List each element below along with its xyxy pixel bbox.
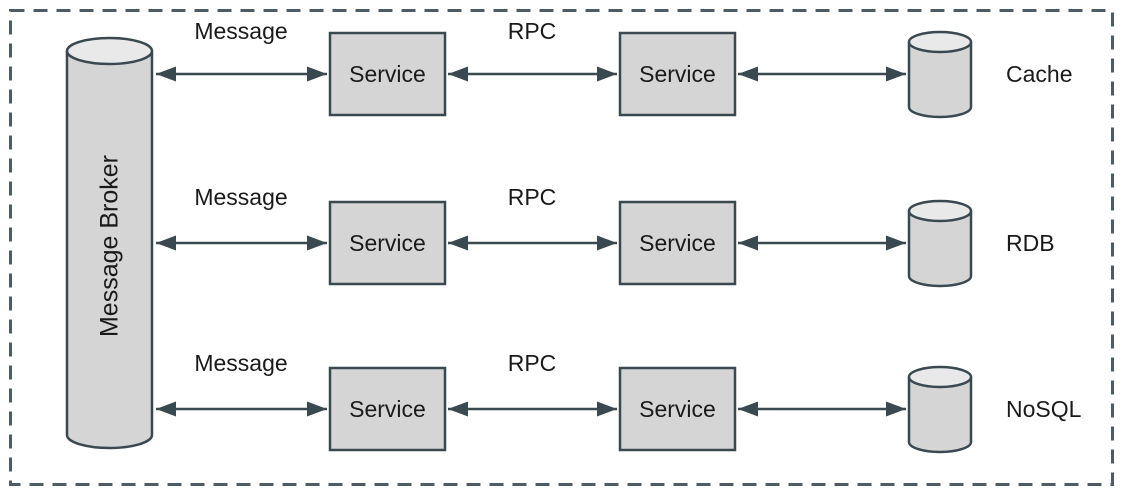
database-cylinder-icon: [907, 42, 973, 119]
service-box: [328, 366, 447, 452]
system-boundary-dashed-border: [9, 9, 1114, 486]
pipeline-row-rdb: Message Service RPC Service RDB: [156, 184, 1055, 288]
database-cylinder-icon: [907, 211, 973, 288]
message-broker-cylinder-icon: [65, 51, 154, 450]
message-arrow-label: Message: [194, 18, 287, 44]
service-box: [328, 200, 447, 286]
rpc-arrow-label: RPC: [508, 18, 557, 44]
message-arrow-label: Message: [194, 184, 287, 210]
datastore-label: NoSQL: [1006, 396, 1082, 422]
database-cylinder-top-icon: [907, 365, 973, 389]
service-label: Service: [639, 396, 716, 422]
service-box: [618, 200, 737, 286]
service-label: Service: [349, 230, 426, 256]
pipeline-row-cache: Message Service RPC Service Cache: [156, 18, 1072, 119]
service-label: Service: [349, 61, 426, 87]
database-cylinder-top-icon: [907, 199, 973, 223]
service-box: [618, 366, 737, 452]
datastore-label: Cache: [1006, 61, 1072, 87]
pipeline-row-nosql: Message Service RPC Service NoSQL: [156, 350, 1082, 454]
message-broker-label: Message Broker: [96, 155, 124, 337]
message-arrow-label: Message: [194, 350, 287, 376]
database-cylinder-icon: [907, 377, 973, 454]
service-label: Service: [349, 396, 426, 422]
rpc-arrow-label: RPC: [508, 184, 557, 210]
database-cylinder-top-icon: [907, 30, 973, 54]
service-label: Service: [639, 230, 716, 256]
service-box: [618, 31, 737, 117]
service-box: [328, 31, 447, 117]
service-label: Service: [639, 61, 716, 87]
datastore-label: RDB: [1006, 230, 1055, 256]
rpc-arrow-label: RPC: [508, 350, 557, 376]
message-broker-node: Message Broker: [65, 36, 154, 450]
message-broker-cylinder-top-icon: [65, 36, 154, 66]
